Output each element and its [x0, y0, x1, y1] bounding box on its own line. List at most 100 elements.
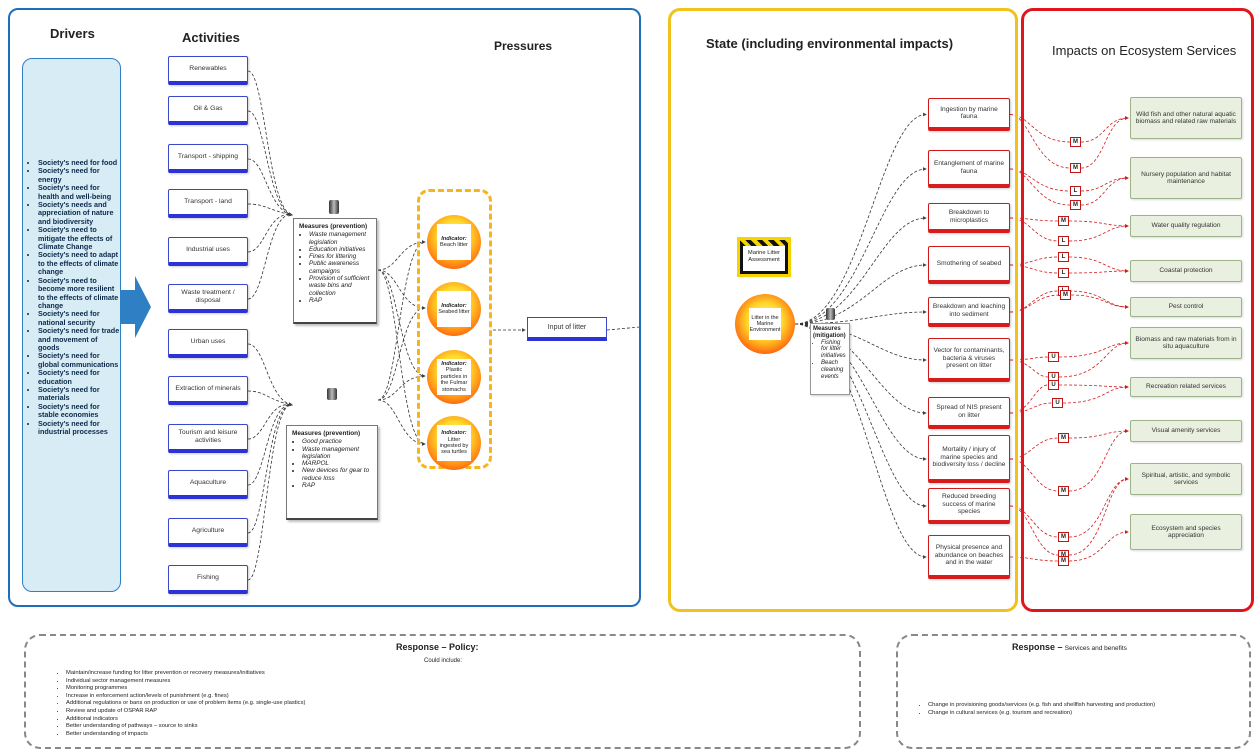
response-policy-item: Maintain/increase funding for litter pre… [66, 670, 305, 678]
indicator-text: Beach litter [440, 242, 468, 248]
service-box: Water quality regulation [1130, 215, 1242, 237]
measure-item: Fines for littering [309, 253, 371, 260]
impact-level-marker: M [1060, 290, 1071, 300]
impacts-header: Impacts on Ecosystem Services [1052, 43, 1237, 58]
measure-item: RAP [309, 297, 371, 304]
state-box: Physical presence and abundance on beach… [928, 535, 1010, 579]
driver-item: Society's need for national security [38, 310, 120, 327]
state-box: Vector for contaminants, bacteria & viru… [928, 338, 1010, 382]
measures-mitigation-box: Measures (mitigation) Fishing for litter… [810, 323, 850, 395]
drivers-box: Society's need for foodSociety's need fo… [22, 58, 121, 592]
state-box: Breakdown and leaching into sediment [928, 297, 1010, 327]
response-policy-item: Review and update of OSPAR RAP [66, 708, 305, 716]
mitigation-list: Fishing for litter initiativesBeach clea… [813, 340, 847, 381]
response-policy-item: Better understanding of impacts [66, 731, 305, 739]
driver-item: Society's need for food [38, 158, 120, 167]
indicator-label: Indicator:Litter ingested by sea turtles [437, 425, 471, 461]
driver-item: Society's need for industrial processes [38, 419, 120, 437]
drivers-header: Drivers [50, 26, 95, 41]
activities-panel [8, 8, 641, 607]
impact-level-marker: L [1058, 268, 1069, 278]
service-box: Biomass and raw materials from in situ a… [1130, 327, 1242, 359]
impact-level-marker: M [1058, 216, 1069, 226]
measure-gate-icon [329, 200, 339, 214]
measure-item: Good practice [302, 438, 372, 445]
service-box: Nursery population and habitat maintenan… [1130, 157, 1242, 199]
hazard-stripe [740, 240, 788, 246]
indicator-text: Seabed litter [438, 309, 470, 315]
driver-item: Society's needs and appreciation of natu… [38, 200, 120, 226]
response-policy-item: Additional indicators [66, 716, 305, 724]
response-services-title-text: Response – [1012, 642, 1063, 652]
measures-prevention-box-2: Measures (prevention) Good practiceWaste… [286, 425, 378, 520]
indicator-label: Indicator:Plastic particles in the Fulma… [437, 359, 471, 395]
measure-item: Provision of sufficient waste bins and c… [309, 275, 371, 297]
driver-item: Society's need to adapt to the effects o… [38, 251, 120, 276]
state-box: Spread of NIS present on litter [928, 397, 1010, 429]
response-services-title: Response – Services and benefits [1012, 642, 1127, 652]
activity-box: Urban uses [168, 329, 248, 358]
impact-level-marker: L [1058, 236, 1069, 246]
service-box: Wild fish and other natural aquatic biom… [1130, 97, 1242, 139]
driver-item: Society's need for global communications [38, 352, 120, 369]
response-services-list: Change in provisioning goods/services (e… [916, 702, 1155, 717]
mitigation-item: Beach cleaning events [821, 360, 847, 380]
litter-in-marine-env-label: Litter in the Marine Environment [749, 308, 781, 340]
measure-item: MARPOL [302, 460, 372, 467]
service-box: Visual amenity services [1130, 420, 1242, 442]
impact-level-marker: L [1070, 186, 1081, 196]
response-services-item: Change in cultural services (e.g. touris… [928, 710, 1155, 718]
impact-level-marker: M [1058, 532, 1069, 542]
indicator-circle: Indicator:Beach litter [427, 215, 481, 269]
driver-item: Society's need for trade and movement of… [38, 326, 120, 352]
response-policy-item: Better understanding of pathways – sourc… [66, 723, 305, 731]
indicator-prefix: Indicator: [441, 302, 467, 309]
indicator-circle: Indicator:Plastic particles in the Fulma… [427, 350, 481, 404]
response-services-item: Change in provisioning goods/services (e… [928, 702, 1155, 710]
indicator-prefix: Indicator: [441, 430, 467, 437]
impact-level-marker: U [1048, 352, 1059, 362]
measures-title: Measures (prevention) [292, 430, 361, 437]
impacts-panel [1021, 8, 1254, 612]
indicator-circle: Indicator:Litter ingested by sea turtles [427, 416, 481, 470]
response-services-title-rest: Services and benefits [1064, 645, 1127, 652]
pressures-header: Pressures [494, 39, 553, 53]
activity-box: Renewables [168, 56, 248, 85]
activity-box: Transport - shipping [168, 144, 248, 173]
activity-box: Aquaculture [168, 470, 248, 499]
mitigation-item: Fishing for litter initiatives [821, 340, 847, 360]
indicator-text: Litter ingested by sea turtles [439, 436, 469, 456]
response-policy-box: Response – Policy: Could include: Mainta… [24, 634, 861, 749]
input-of-litter-box: Input of litter [527, 317, 607, 341]
activity-box: Agriculture [168, 518, 248, 547]
activity-box: Industrial uses [168, 237, 248, 266]
measure-item: RAP [302, 482, 372, 489]
state-header: State (including environmental impacts) [706, 36, 954, 51]
impact-level-marker: M [1070, 200, 1081, 210]
activities-header: Activities [182, 30, 240, 45]
indicator-prefix: Indicator: [441, 235, 467, 242]
indicator-circle: Indicator:Seabed litter [427, 282, 481, 336]
state-panel [668, 8, 1018, 612]
measures-title: Measures (prevention) [299, 223, 368, 230]
measure-gate-icon [327, 388, 337, 400]
impact-level-marker: M [1058, 486, 1069, 496]
impact-level-marker: M [1058, 433, 1069, 443]
activity-box: Waste treatment / disposal [168, 284, 248, 313]
indicator-text: Plastic particles in the Fulmar stomachs [440, 367, 468, 393]
service-box: Ecosystem and species appreciation [1130, 514, 1242, 550]
measure-gate-icon [826, 308, 835, 320]
impact-level-marker: M [1070, 163, 1081, 173]
measures-list: Good practiceWaste management legislatio… [292, 438, 372, 489]
service-box: Recreation related services [1130, 377, 1242, 397]
response-services-box: Response – Services and benefits Change … [896, 634, 1251, 749]
response-policy-subtitle: Could include: [424, 658, 463, 664]
measure-item: New devices for gear to reduce loss [302, 467, 372, 482]
indicator-prefix: Indicator: [441, 360, 467, 367]
response-policy-item: Additional regulations or bans on produc… [66, 700, 305, 708]
driver-item: Society's need for education [38, 369, 120, 386]
impact-level-marker: L [1058, 252, 1069, 262]
service-box: Coastal protection [1130, 260, 1242, 282]
state-box: Breakdown to microplastics [928, 203, 1010, 233]
activity-box: Extraction of minerals [168, 376, 248, 405]
